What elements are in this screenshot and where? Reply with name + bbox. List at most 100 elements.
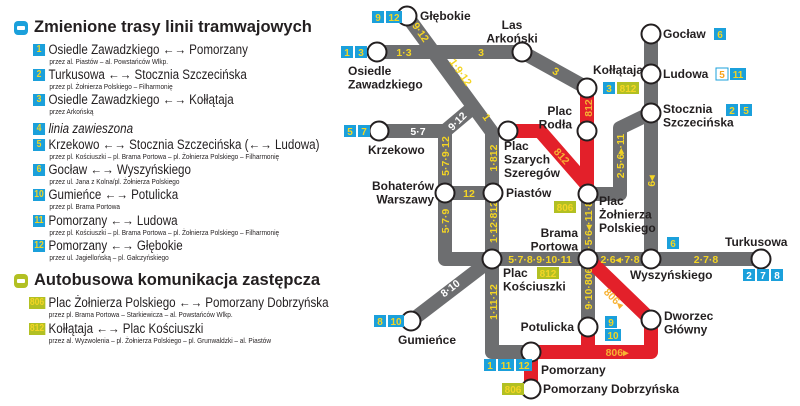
segment-lines-label: 2·7·8 — [694, 254, 719, 266]
station-marker[interactable] — [576, 77, 598, 99]
route-zolnierza-stocznia — [581, 106, 658, 266]
station-piastów[interactable]: Piastów — [482, 182, 553, 204]
route-name: Plac Żołnierza Polskiego ←→ Pomorzany Do… — [48, 295, 329, 310]
station-marker[interactable] — [640, 63, 662, 85]
station-marker[interactable] — [497, 120, 519, 142]
route-name: Pomorzany ←→ Głębokie — [48, 238, 183, 253]
station-name: Szczecińska — [663, 116, 734, 130]
station-marker[interactable] — [640, 23, 662, 45]
line-badge-number: 9 — [608, 318, 614, 329]
station-marker[interactable] — [640, 248, 662, 270]
segment-lines-label: 1·12·812 — [488, 201, 500, 243]
line-badge — [355, 46, 367, 58]
line-badge-number: 11 — [501, 361, 512, 372]
segment-lines-label: 2·5·6▸·11 — [615, 134, 627, 179]
station-name: Stocznia — [663, 102, 713, 116]
line-badge-number: 5 — [719, 70, 725, 81]
line-badge — [386, 11, 402, 23]
station-marker[interactable] — [640, 102, 662, 124]
station-name: Główny — [664, 323, 708, 337]
bus-812-szeregow — [508, 124, 594, 191]
line-badge-number: 812 — [620, 84, 637, 95]
line-badge — [730, 68, 746, 80]
station-marker[interactable] — [640, 309, 662, 331]
route-name: Gocław ←→ Wyszyńskiego — [48, 162, 191, 177]
route-name: Pomorzany ←→ Ludowa — [48, 213, 178, 228]
station-name: Ludowa — [663, 67, 709, 81]
segment-lines-label: 5·7·8·9·10·11 — [508, 254, 572, 266]
station-marker[interactable] — [520, 378, 542, 400]
segment-lines-label: 3 — [478, 47, 484, 59]
station-name: Piastów — [506, 186, 552, 200]
line-badge: 3 — [33, 93, 46, 106]
station-marker[interactable] — [366, 41, 388, 63]
line-badge — [344, 125, 356, 137]
station-marker[interactable] — [482, 182, 504, 204]
station-marker[interactable] — [434, 182, 456, 204]
segment-lines-label: 1·11·12 — [488, 284, 500, 320]
line-badge-number: 10 — [607, 331, 619, 342]
station-marker[interactable] — [481, 248, 503, 270]
station-marker[interactable] — [750, 248, 772, 270]
bus-heading-text: Autobusowa komunikacja zastępcza — [34, 271, 321, 289]
station-marker[interactable] — [400, 310, 422, 332]
line-badge — [537, 267, 559, 279]
line-badge: 6 — [33, 163, 46, 176]
station-name: Wyszyńskiego — [630, 268, 712, 282]
station-marker[interactable] — [577, 316, 599, 338]
line-badge — [605, 329, 621, 341]
route-via: przez pl. Żołnierza Polskiego – Filharmo… — [49, 82, 173, 91]
station-name: Polskiego — [599, 221, 656, 235]
line-badge — [743, 269, 755, 281]
segment-lines-label: 1·812 — [488, 144, 500, 171]
line-badge-number: 8 — [774, 271, 780, 282]
line-badge-number: 7 — [760, 271, 766, 282]
segment-lines-label: 806▸ — [606, 347, 630, 359]
station-marker[interactable] — [368, 120, 390, 142]
station-marker[interactable] — [577, 183, 599, 205]
line-badge-number: 7 — [361, 127, 367, 138]
station-name: Dworzec — [664, 309, 714, 323]
station-marker[interactable] — [577, 248, 599, 270]
station-name: Osiedle — [348, 64, 392, 78]
tram-heading-text: Zmienione trasy linii tramwajowych — [34, 18, 312, 36]
station-marker[interactable] — [576, 120, 598, 142]
tram-icon — [14, 20, 28, 35]
station-name: Brama — [541, 226, 579, 240]
route-name: Krzekowo ←→ Stocznia Szczecińska (←→ Lud… — [48, 137, 320, 152]
line-badge-number: 5 — [347, 127, 353, 138]
route-name: Osiedle Zawadzkiego ←→ Pomorzany — [48, 42, 248, 57]
station-name: Krzekowo — [368, 143, 425, 157]
route-via: przez al. Wyzwolenia – pl. Żołnierza Pol… — [48, 336, 271, 345]
line-badge: 11 — [33, 214, 46, 227]
line-badge-number: 3 — [358, 48, 364, 59]
station-marker[interactable] — [520, 341, 542, 363]
station-marker[interactable] — [511, 41, 533, 63]
